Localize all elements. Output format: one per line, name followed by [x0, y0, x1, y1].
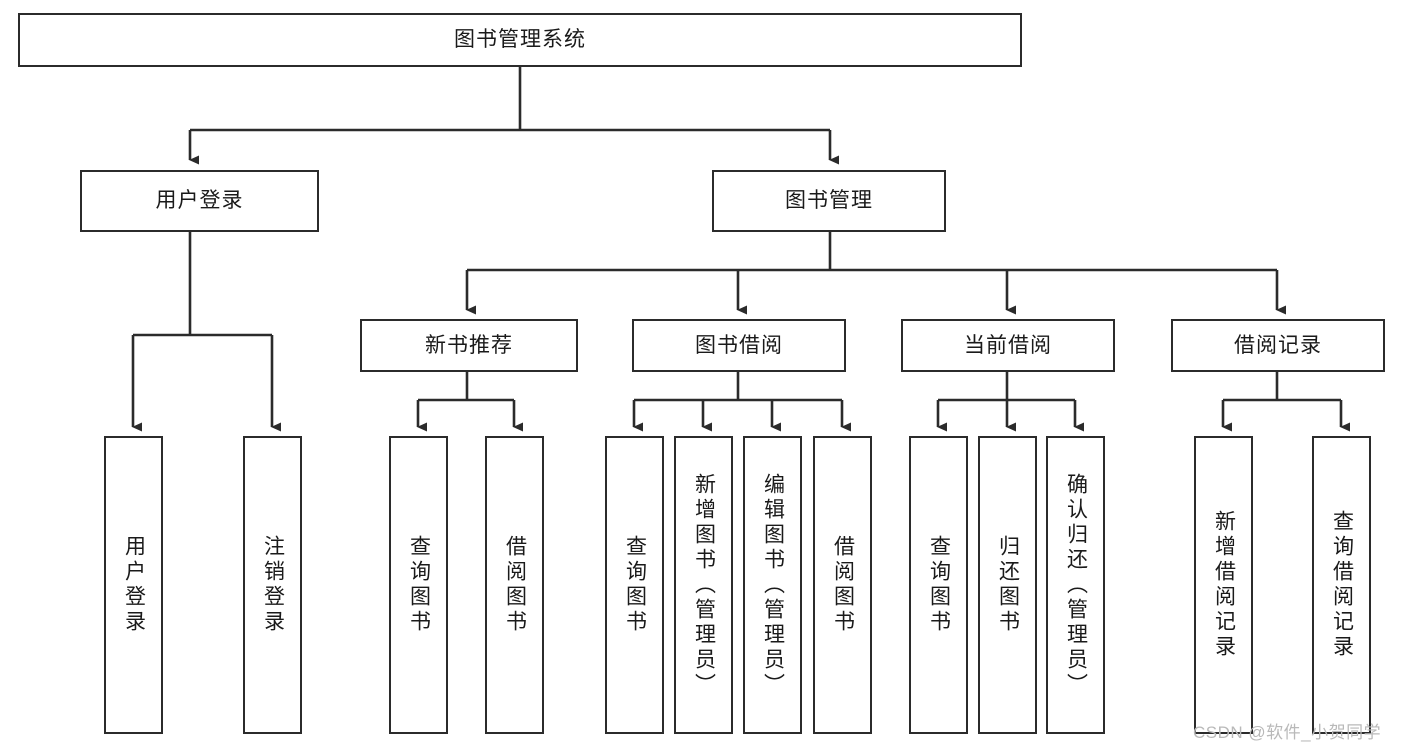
leaf-book-borrow-edit-book-admin[interactable]: 编辑图书（管理员）	[743, 436, 802, 734]
node-book-management-label: 图书管理	[785, 189, 873, 213]
leaf-book-borrow-query-book[interactable]: 查询图书	[605, 436, 664, 734]
leaf-book-borrow-add-book-admin-label: 新增图书（管理员）	[692, 472, 716, 698]
leaf-user-login-login-label: 用户登录	[122, 535, 146, 635]
leaf-new-book-query-book-label: 查询图书	[407, 535, 431, 635]
leaf-book-borrow-add-book-admin[interactable]: 新增图书（管理员）	[674, 436, 733, 734]
node-borrow-record[interactable]: 借阅记录	[1171, 319, 1385, 372]
node-current-borrow-label: 当前借阅	[964, 333, 1052, 357]
leaf-book-borrow-borrow-book[interactable]: 借阅图书	[813, 436, 872, 734]
leaf-current-borrow-query-book[interactable]: 查询图书	[909, 436, 968, 734]
node-root-system-label: 图书管理系统	[454, 28, 586, 52]
node-book-management[interactable]: 图书管理	[712, 170, 946, 232]
node-root-system[interactable]: 图书管理系统	[18, 13, 1022, 67]
leaf-current-borrow-confirm-return-admin[interactable]: 确认归还（管理员）	[1046, 436, 1105, 734]
leaf-user-login-logout[interactable]: 注销登录	[243, 436, 302, 734]
leaf-new-book-query-book[interactable]: 查询图书	[389, 436, 448, 734]
leaf-user-login-logout-label: 注销登录	[261, 535, 285, 635]
leaf-book-borrow-borrow-book-label: 借阅图书	[831, 535, 855, 635]
leaf-user-login-login[interactable]: 用户登录	[104, 436, 163, 734]
leaf-current-borrow-return-book[interactable]: 归还图书	[978, 436, 1037, 734]
leaf-borrow-record-query-record-label: 查询借阅记录	[1330, 510, 1354, 660]
node-current-borrow[interactable]: 当前借阅	[901, 319, 1115, 372]
leaf-borrow-record-add-record-label: 新增借阅记录	[1212, 510, 1236, 660]
leaf-current-borrow-return-book-label: 归还图书	[996, 535, 1020, 635]
node-user-login-label: 用户登录	[155, 189, 244, 213]
leaf-new-book-borrow-book-label: 借阅图书	[503, 535, 527, 635]
leaf-current-borrow-query-book-label: 查询图书	[927, 535, 951, 635]
leaf-book-borrow-query-book-label: 查询图书	[623, 535, 647, 635]
node-new-book-recommend[interactable]: 新书推荐	[360, 319, 578, 372]
leaf-book-borrow-edit-book-admin-label: 编辑图书（管理员）	[761, 472, 785, 698]
leaf-current-borrow-confirm-return-admin-label: 确认归还（管理员）	[1064, 472, 1088, 698]
node-user-login[interactable]: 用户登录	[80, 170, 319, 232]
node-book-borrow[interactable]: 图书借阅	[632, 319, 846, 372]
node-borrow-record-label: 借阅记录	[1234, 333, 1322, 357]
node-book-borrow-label: 图书借阅	[695, 333, 783, 357]
leaf-borrow-record-add-record[interactable]: 新增借阅记录	[1194, 436, 1253, 734]
node-new-book-recommend-label: 新书推荐	[425, 333, 513, 357]
leaf-new-book-borrow-book[interactable]: 借阅图书	[485, 436, 544, 734]
leaf-borrow-record-query-record[interactable]: 查询借阅记录	[1312, 436, 1371, 734]
